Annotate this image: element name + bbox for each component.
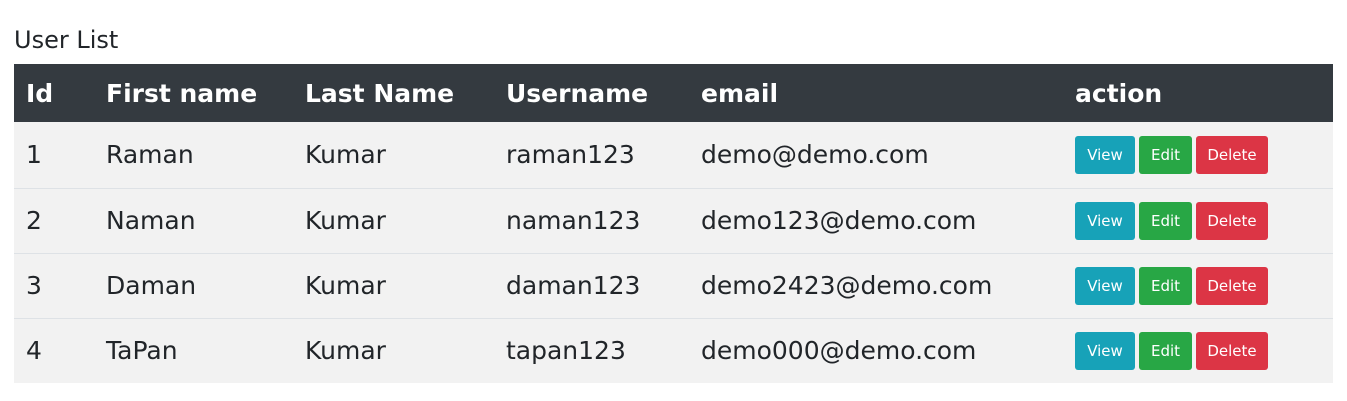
cell-last-name: Kumar: [305, 336, 386, 366]
cell-first-name: Raman: [106, 140, 194, 170]
cell-email: demo@demo.com: [701, 140, 929, 170]
table-header-row: Id First name Last Name Username email a…: [14, 64, 1333, 122]
table-row: 2 Naman Kumar naman123 demo123@demo.com …: [14, 188, 1333, 253]
column-header-action: action: [1075, 78, 1163, 108]
cell-first-name: TaPan: [106, 336, 178, 366]
cell-username: daman123: [506, 271, 641, 300]
cell-last-name: Kumar: [305, 271, 386, 300]
view-button[interactable]: View: [1075, 331, 1135, 370]
delete-button[interactable]: Delete: [1196, 331, 1268, 370]
column-header-username: Username: [506, 78, 649, 108]
cell-id: 2: [26, 206, 42, 235]
user-table: Id First name Last Name Username email a…: [14, 64, 1333, 383]
page-title: User List: [14, 26, 119, 54]
table-row: 1 Raman Kumar raman123 demo@demo.com Vie…: [14, 122, 1333, 188]
cell-email: demo123@demo.com: [701, 206, 977, 235]
cell-email: demo2423@demo.com: [701, 271, 993, 300]
delete-button[interactable]: Delete: [1196, 135, 1268, 174]
cell-email: demo000@demo.com: [701, 336, 977, 366]
column-header-id: Id: [26, 78, 54, 108]
view-button[interactable]: View: [1075, 266, 1135, 305]
table-row: 4 TaPan Kumar tapan123 demo000@demo.com …: [14, 318, 1333, 383]
column-header-last-name: Last Name: [305, 78, 455, 108]
table-row: 3 Daman Kumar daman123 demo2423@demo.com…: [14, 253, 1333, 318]
cell-id: 4: [26, 336, 42, 366]
view-button[interactable]: View: [1075, 201, 1135, 240]
cell-first-name: Daman: [106, 271, 197, 300]
edit-button[interactable]: Edit: [1139, 266, 1192, 305]
cell-id: 1: [26, 140, 42, 170]
cell-username: naman123: [506, 206, 641, 235]
cell-last-name: Kumar: [305, 206, 386, 235]
edit-button[interactable]: Edit: [1139, 201, 1192, 240]
delete-button[interactable]: Delete: [1196, 201, 1268, 240]
edit-button[interactable]: Edit: [1139, 135, 1192, 174]
cell-last-name: Kumar: [305, 140, 386, 170]
cell-id: 3: [26, 271, 42, 300]
edit-button[interactable]: Edit: [1139, 331, 1192, 370]
cell-first-name: Naman: [106, 206, 196, 235]
delete-button[interactable]: Delete: [1196, 266, 1268, 305]
cell-username: raman123: [506, 140, 635, 170]
column-header-first-name: First name: [106, 78, 258, 108]
cell-username: tapan123: [506, 336, 626, 366]
view-button[interactable]: View: [1075, 135, 1135, 174]
column-header-email: email: [701, 78, 779, 108]
